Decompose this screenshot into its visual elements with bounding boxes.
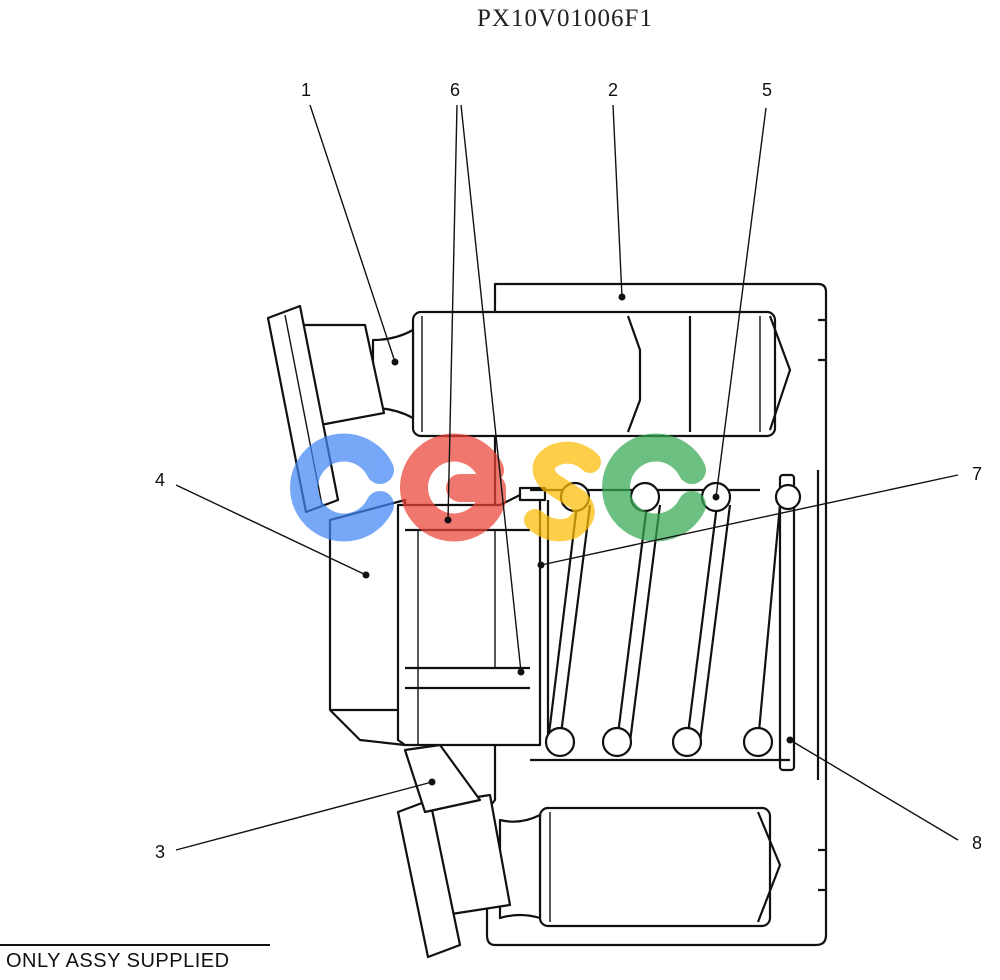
- callout-6: 6: [450, 80, 460, 100]
- watermark-logo: [290, 433, 706, 542]
- callout-8: 8: [972, 833, 982, 853]
- lower-piston: [396, 743, 782, 959]
- spring-seat: [396, 486, 547, 747]
- callout-1: 1: [301, 80, 311, 100]
- callout-4: 4: [155, 470, 165, 490]
- watermark-letter-g-red: [400, 433, 506, 542]
- callout-2: 2: [608, 80, 618, 100]
- spring-plate: [778, 473, 796, 772]
- callout-5: 5: [762, 80, 772, 100]
- diagram-title: PX10V01006F1: [477, 5, 653, 32]
- watermark-letter-s-yellow: [524, 441, 601, 542]
- footer-note: ONLY ASSY SUPPLIED: [6, 950, 230, 972]
- leader-lines: [175, 104, 959, 851]
- watermark-letter-c-blue: [290, 433, 394, 542]
- watermark-letter-c-green: [602, 433, 706, 542]
- callout-7: 7: [972, 464, 982, 484]
- callout-3: 3: [155, 842, 165, 862]
- footer-rule: [0, 944, 270, 946]
